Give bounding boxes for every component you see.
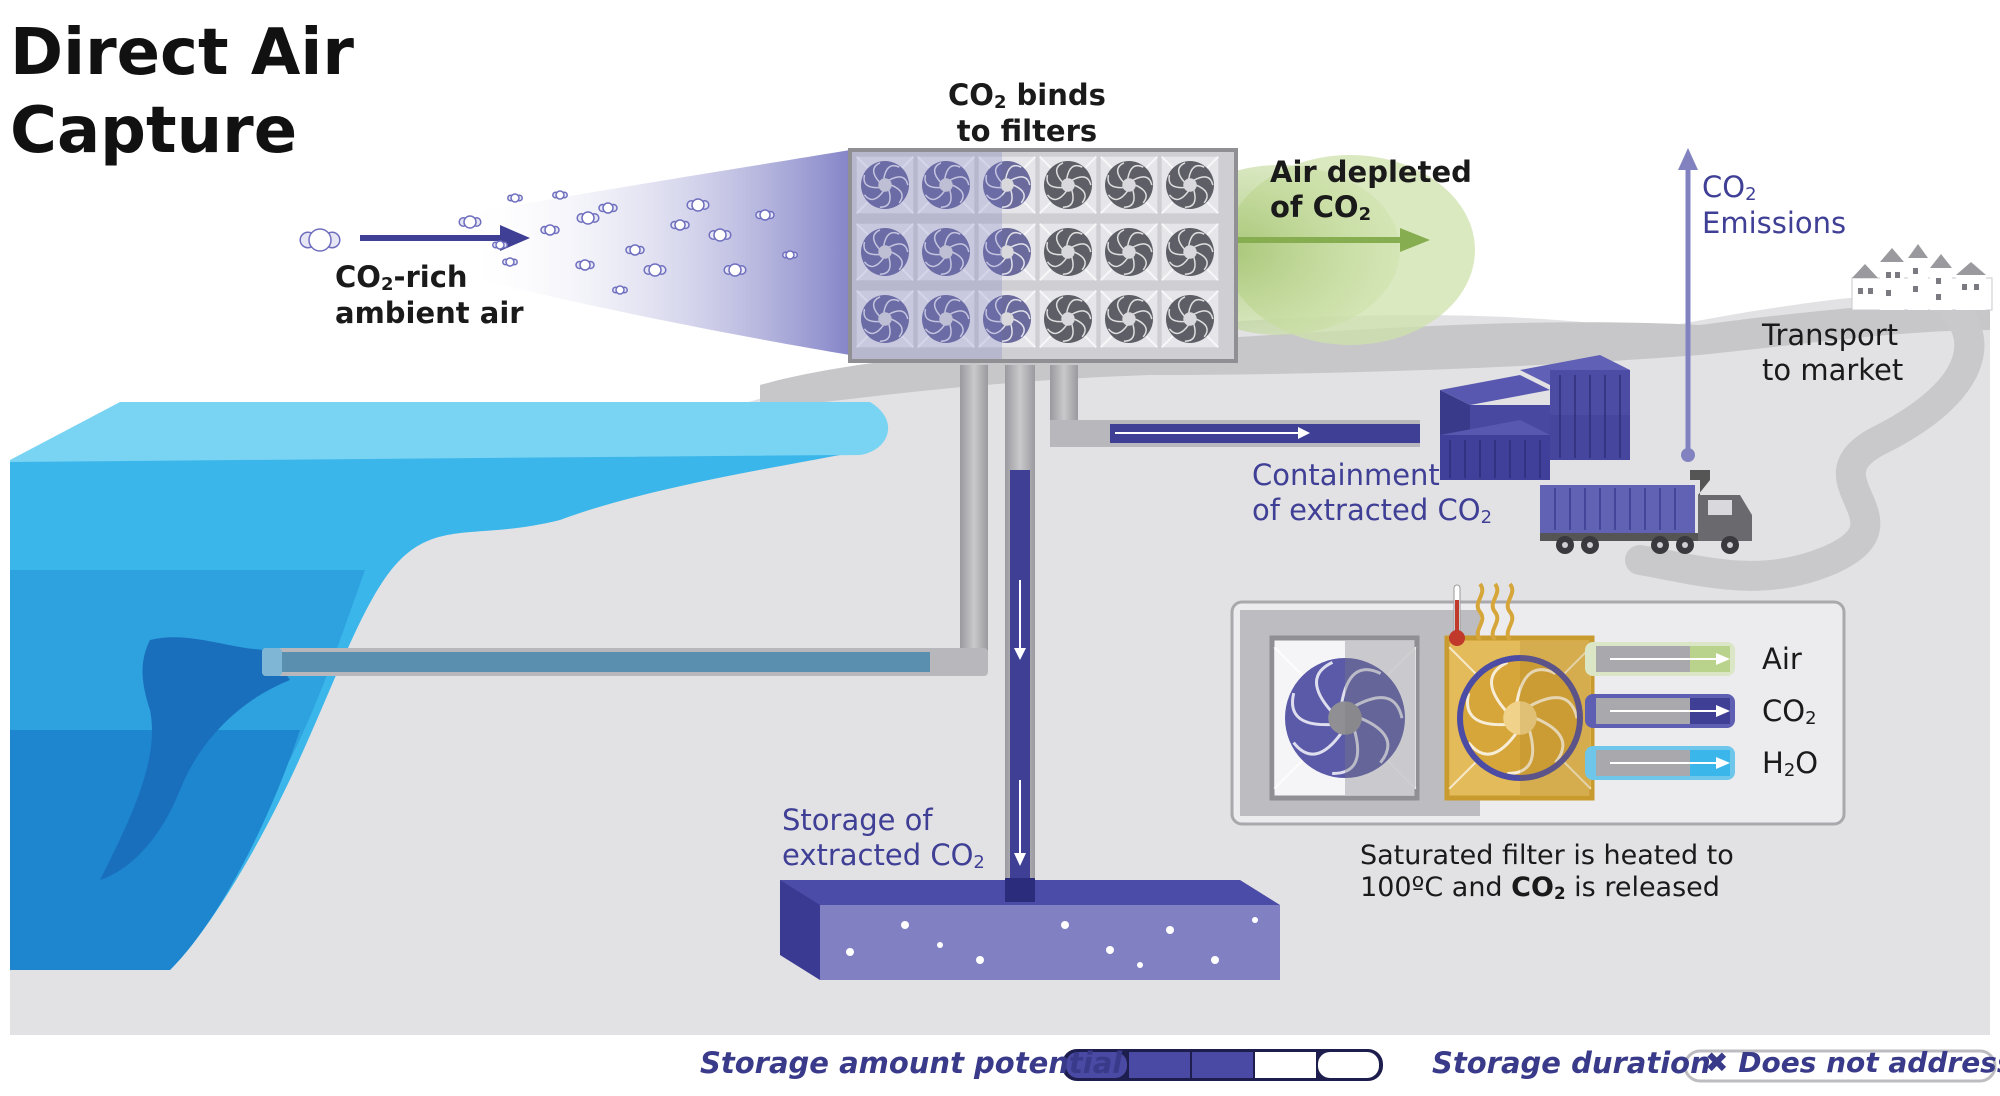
fan-unit [1038, 222, 1098, 282]
co2-molecules [299, 190, 798, 295]
co2-molecule [643, 263, 667, 277]
amount-segment [1129, 1052, 1190, 1078]
co2-molecule [723, 263, 747, 277]
fan-unit [1160, 222, 1220, 282]
co2-molecule [625, 244, 645, 256]
x-icon: ✖ [1705, 1046, 1729, 1079]
legend-amount-label: Storage amount potential [700, 1046, 1123, 1080]
saturated-filter-icon [1273, 646, 1417, 790]
legend-duration-label: Storage duration [1432, 1046, 1711, 1080]
output-label-h2o: H2O [1762, 746, 1819, 782]
thermometer-icon [1449, 584, 1465, 646]
pipe-left [960, 365, 988, 670]
title-line-2: Capture [10, 94, 298, 169]
fan-unit [855, 222, 915, 282]
inflow-cone [460, 150, 850, 355]
fan-unit [916, 155, 976, 215]
heat-waves-icon [1475, 582, 1515, 642]
co2-molecule [686, 198, 710, 212]
ocean-deep [10, 730, 300, 970]
pipe-down-arrow [1014, 580, 1026, 866]
fan-unit [1099, 289, 1159, 349]
co2-molecule [598, 202, 618, 214]
fan-unit [1160, 155, 1220, 215]
fan-unit [977, 289, 1037, 349]
ocean-plume [100, 637, 290, 880]
fan-array [848, 148, 1238, 363]
road [1625, 295, 1985, 591]
storage-duration-pill [1683, 1049, 1997, 1083]
fan-unit [855, 289, 915, 349]
co2-molecule [576, 211, 600, 225]
fan-unit [977, 155, 1037, 215]
co2-molecule [670, 219, 690, 231]
amount-segment [1255, 1052, 1316, 1078]
label-heated-filter: Saturated filter is heated to 100ºC and … [1360, 840, 1734, 904]
amount-segment [1318, 1052, 1379, 1078]
ocean-surface [10, 402, 889, 465]
legend-duration-value: ✖ Does not address [1705, 1046, 2000, 1080]
containers [1440, 355, 1630, 480]
co2-molecule [552, 190, 568, 200]
co2-molecule [575, 259, 595, 271]
co2-molecule [507, 193, 523, 203]
amount-segment [1066, 1052, 1127, 1078]
fan-unit [855, 155, 915, 215]
co2-molecule [708, 228, 732, 242]
co2-molecule [612, 285, 628, 295]
output-label-co2: CO2 [1762, 694, 1817, 730]
co2-molecule [458, 215, 482, 229]
containment-arrow [1115, 427, 1310, 439]
co2-molecule [299, 228, 341, 252]
storage-block [780, 878, 1280, 980]
co2-molecule [492, 240, 508, 250]
truck [1540, 470, 1752, 554]
output-label-air: Air [1762, 642, 1802, 676]
heated-filter-icon [1448, 646, 1592, 790]
fan-unit [1160, 289, 1220, 349]
fan-unit [977, 222, 1037, 282]
amount-segment [1192, 1052, 1253, 1078]
title-line-1: Direct Air [10, 16, 354, 90]
output-tubes [1585, 642, 1735, 780]
hill [760, 300, 1990, 410]
co2-molecule [755, 209, 775, 221]
outflow-arrow [1235, 228, 1430, 252]
fan-unit [1099, 155, 1159, 215]
co2-molecule [540, 224, 560, 236]
emissions-arrow [1678, 148, 1698, 462]
co2-molecule [782, 250, 798, 260]
fan-unit [1038, 289, 1098, 349]
page-title: Direct Air Capture [10, 14, 354, 170]
label-transport: Transport to market [1762, 318, 1904, 387]
label-storage: Storage of extracted CO2 [782, 803, 985, 874]
fan-unit [1038, 155, 1098, 215]
duration-value-text: Does not address [1738, 1046, 2000, 1079]
fan-unit [916, 222, 976, 282]
label-air-depleted: Air depleted of CO2 [1270, 155, 1472, 226]
label-binds-to-filters: CO2 binds to filters [948, 78, 1106, 148]
label-co2-emissions: CO2 Emissions [1702, 170, 1847, 240]
fan-unit [916, 289, 976, 349]
storage-amount-bar [1062, 1049, 1383, 1081]
fan-unit [1099, 222, 1159, 282]
label-ambient-air: CO2-rich ambient air [335, 260, 524, 330]
label-containment: Containment of extracted CO2 [1252, 458, 1493, 529]
co2-molecule [502, 257, 518, 267]
town-icon [1851, 244, 1993, 311]
